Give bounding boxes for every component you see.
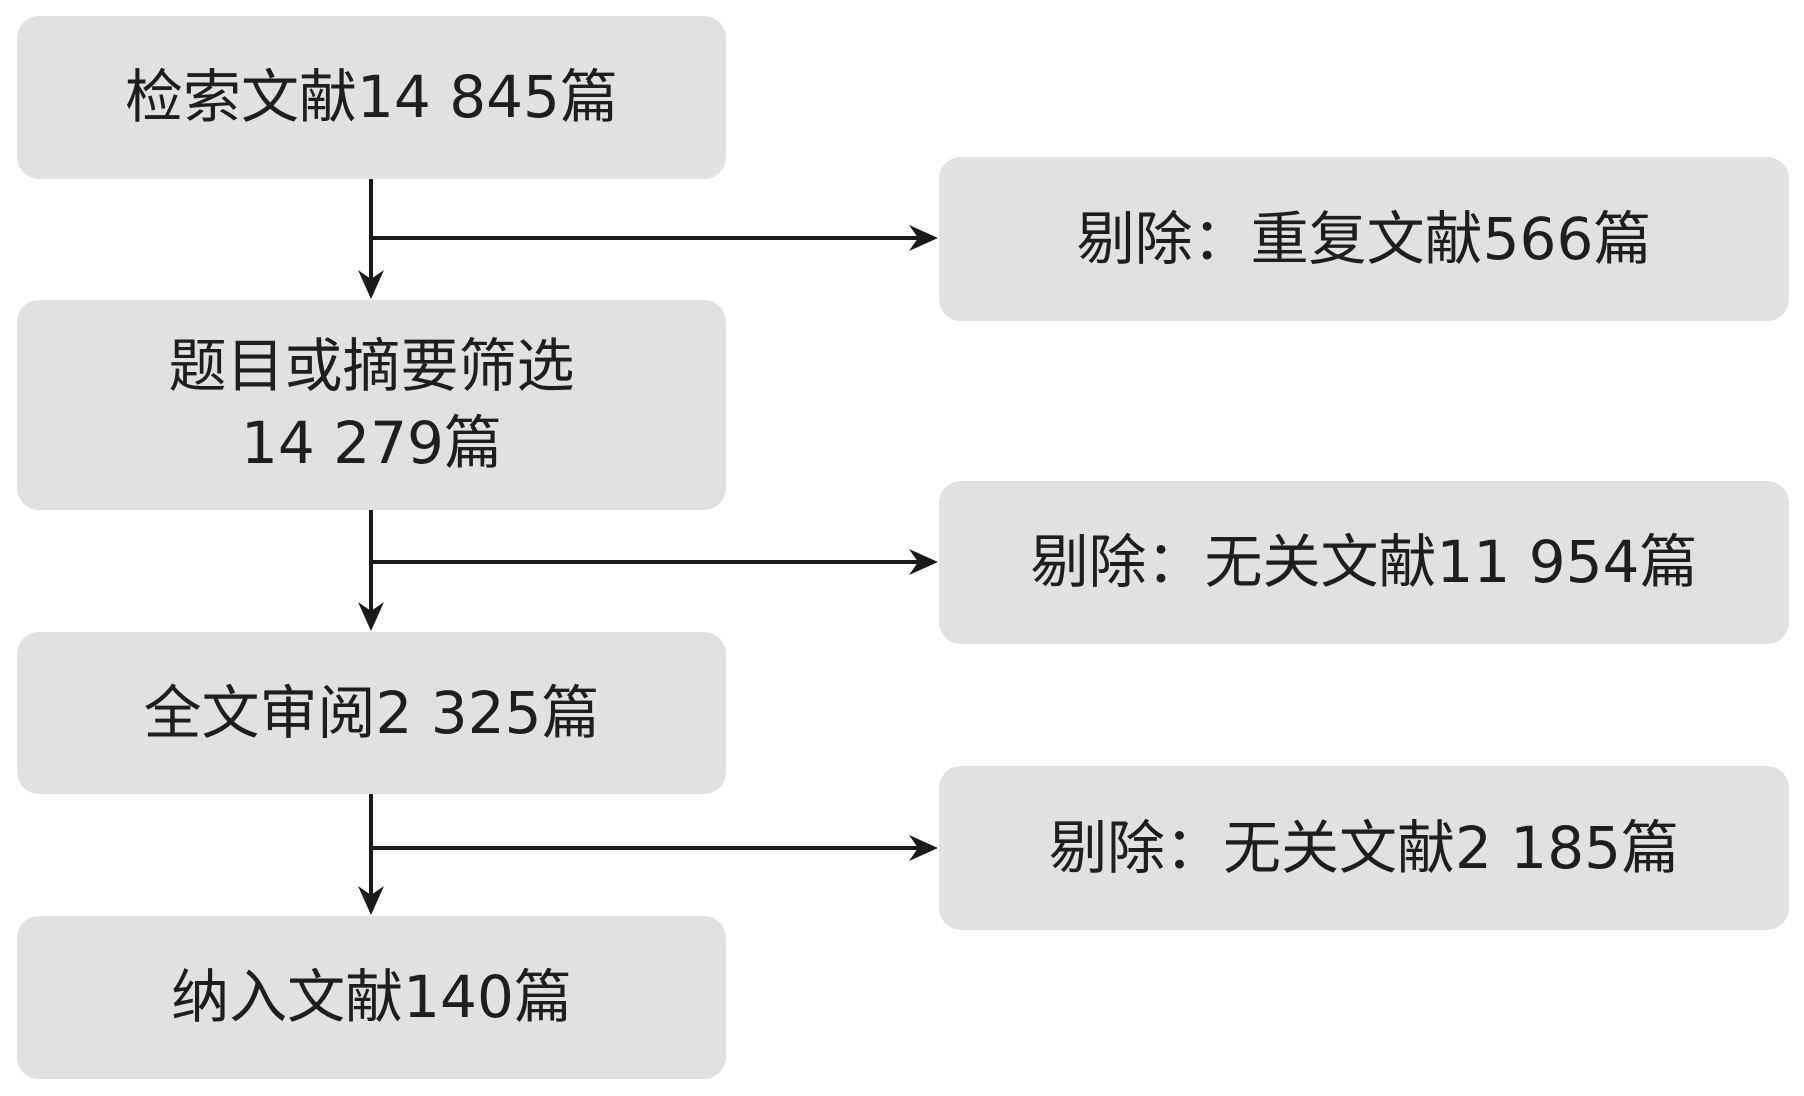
- step-box-full-text-review: 全文审阅2 325篇: [17, 632, 726, 794]
- step-box-search: 检索文献14 845篇: [17, 16, 726, 179]
- arrow-step3-to-step4-head: [358, 886, 384, 915]
- exclusion-box-label: 剔除：无关文献11 954篇: [1030, 528, 1698, 597]
- exclusion-box-irrelevant-full-text: 剔除：无关文献2 185篇: [939, 766, 1789, 930]
- exclusion-box-irrelevant-screening: 剔除：无关文献11 954篇: [939, 481, 1789, 644]
- exclusion-box-label: 剔除：无关文献2 185篇: [1048, 813, 1680, 882]
- step-box-label: 全文审阅2 325篇: [143, 678, 600, 747]
- arrow-step2-to-step3-head: [358, 602, 384, 631]
- arrow-to-exclusion1-head: [909, 225, 938, 251]
- step-box-title-abstract-screening: 题目或摘要筛选 14 279篇: [17, 300, 726, 510]
- step-box-count: 14 279篇: [241, 409, 502, 477]
- arrow-to-exclusion3-head: [909, 835, 938, 861]
- arrow-step1-to-step2-head: [358, 270, 384, 299]
- step-box-included: 纳入文献140篇: [17, 916, 726, 1079]
- step-box-label: 纳入文献140篇: [171, 963, 572, 1032]
- step-box-label: 题目或摘要筛选: [168, 332, 575, 401]
- exclusion-box-duplicates: 剔除：重复文献566篇: [939, 157, 1789, 321]
- exclusion-box-label: 剔除：重复文献566篇: [1076, 204, 1652, 273]
- arrow-to-exclusion2-head: [909, 549, 938, 575]
- step-box-label: 检索文献14 845篇: [125, 63, 618, 132]
